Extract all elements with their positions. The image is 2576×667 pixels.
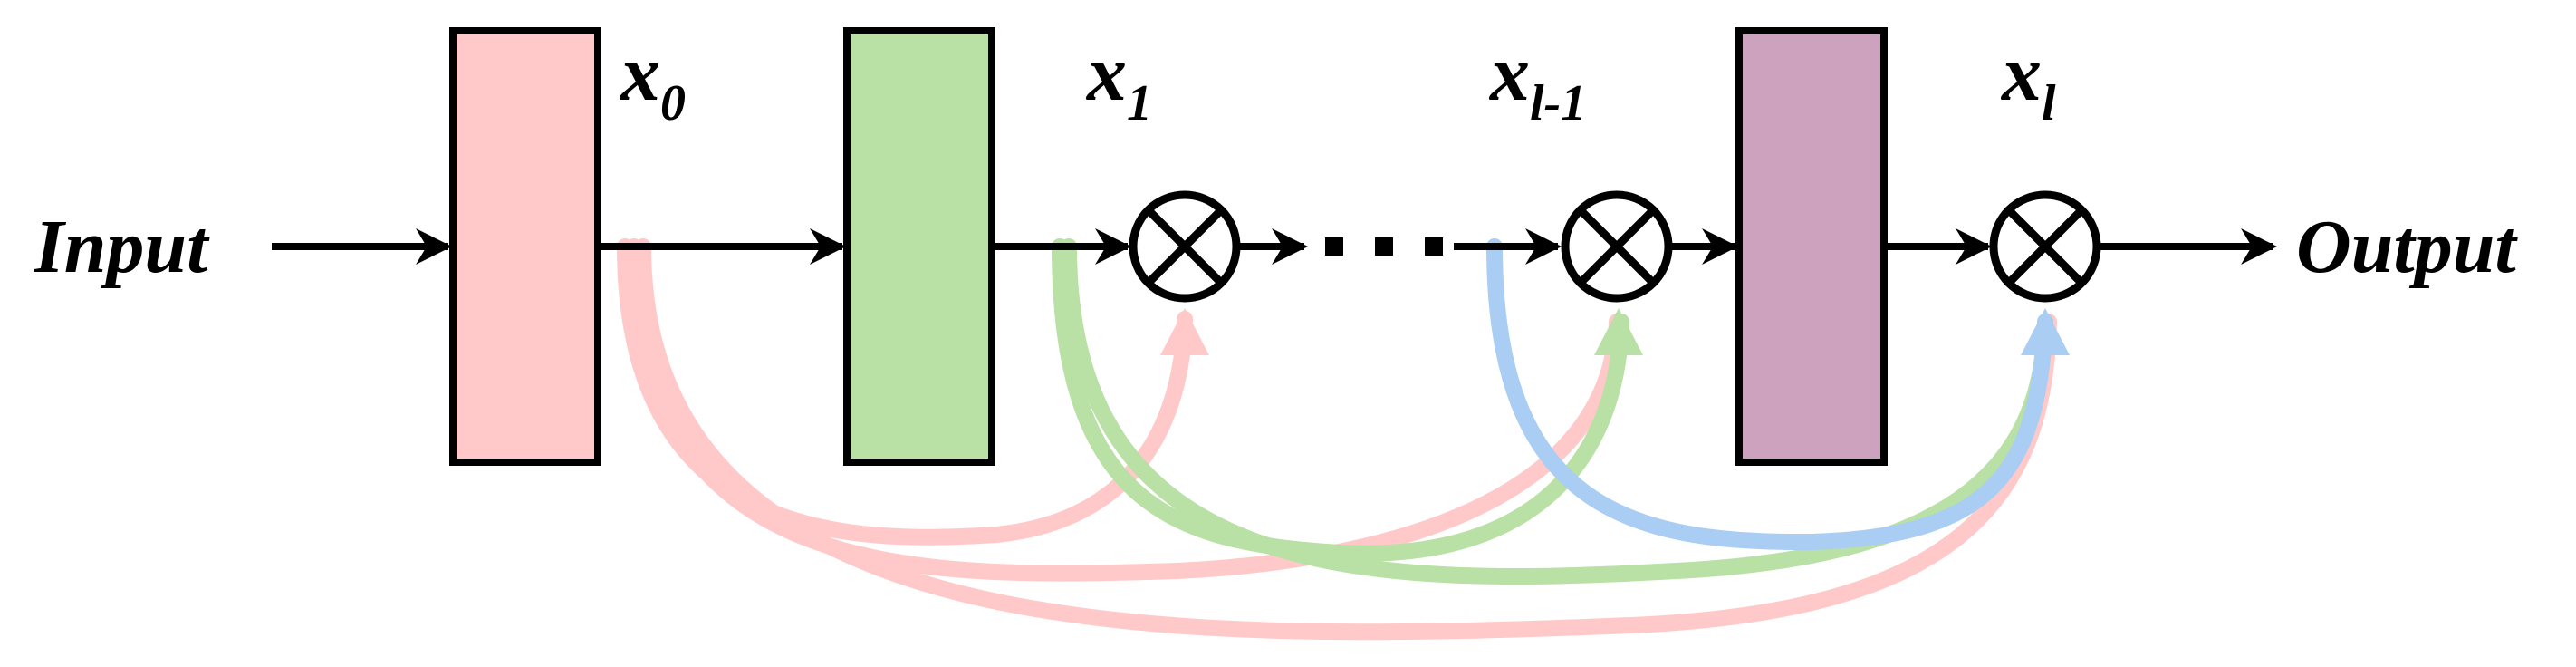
xlm1-base: x bbox=[1488, 30, 1530, 118]
operators bbox=[1129, 190, 2101, 303]
x0-base: x bbox=[619, 30, 660, 118]
xl-base: x bbox=[2000, 30, 2042, 118]
ellipsis-dot bbox=[1325, 237, 1343, 256]
block-2 bbox=[843, 27, 995, 466]
blocks bbox=[449, 27, 1888, 466]
xlm1-subscript: l-1 bbox=[1530, 75, 1586, 131]
skip-xlm1-to-op3 bbox=[1486, 238, 2053, 551]
x1-base: x bbox=[1085, 30, 1127, 118]
skip-x1-to-op2 bbox=[1052, 238, 1629, 562]
x1-label: x1 bbox=[1085, 30, 1152, 131]
circled-times-icon bbox=[1989, 190, 2101, 303]
ellipsis-dots bbox=[1325, 237, 1443, 256]
skip-connection-xlm1 bbox=[1486, 238, 2053, 551]
ellipsis-dot bbox=[1425, 237, 1443, 256]
ellipsis-dot bbox=[1375, 237, 1393, 256]
skip-arrowheads bbox=[1160, 308, 2070, 355]
xl-subscript: l bbox=[2042, 75, 2056, 131]
arrowhead-red-op1 bbox=[1160, 308, 1209, 355]
block-1 bbox=[449, 27, 601, 466]
skip-x0-to-op3 bbox=[635, 238, 2057, 641]
circled-times-icon bbox=[1561, 190, 1673, 303]
circled-times-icon bbox=[1129, 190, 1241, 303]
skip-x1-to-op3 bbox=[1061, 238, 2053, 585]
x0-label: x0 bbox=[619, 30, 686, 131]
xl-label: xl bbox=[2000, 30, 2056, 131]
block-3 bbox=[1735, 27, 1888, 466]
x1-subscript: 1 bbox=[1127, 75, 1152, 131]
x0-subscript: 0 bbox=[660, 75, 686, 131]
skip-connections bbox=[617, 238, 2057, 641]
skip-connection-x1 bbox=[1052, 238, 2053, 585]
arrowhead-green-op2 bbox=[1594, 308, 1643, 355]
output-label: Output bbox=[2296, 205, 2518, 289]
input-label: Input bbox=[34, 205, 210, 289]
arrowhead-blue-op3 bbox=[2021, 308, 2070, 355]
xlm1-label: xl-1 bbox=[1488, 30, 1586, 131]
